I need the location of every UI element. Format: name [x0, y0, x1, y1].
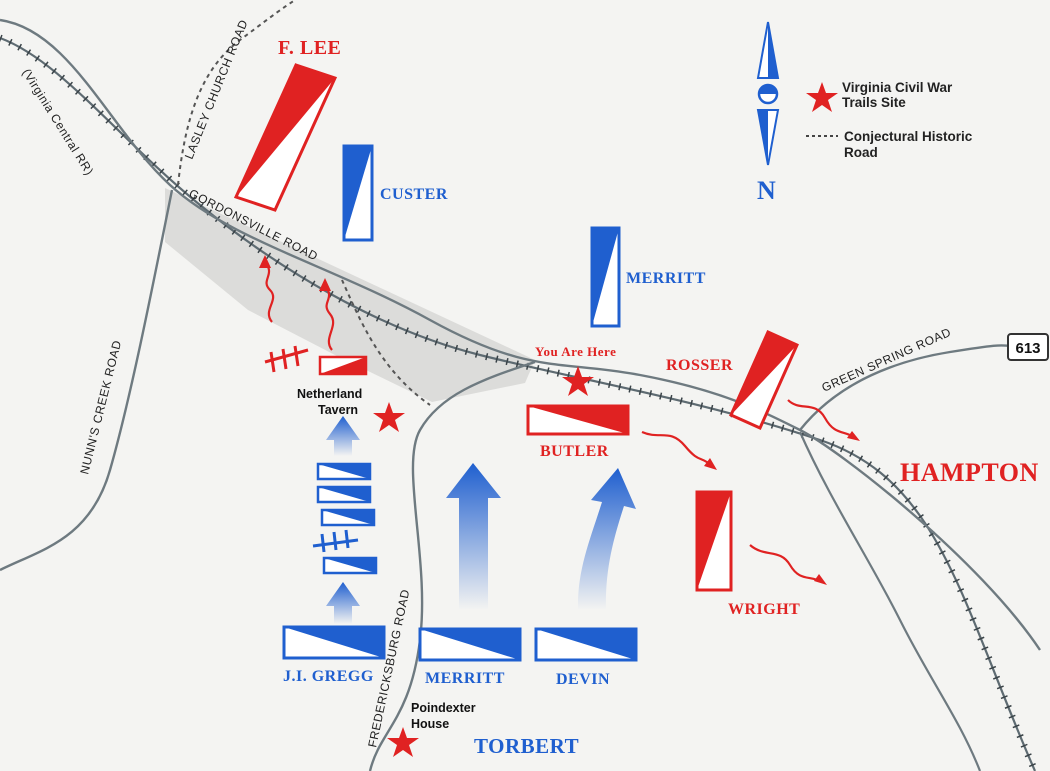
- poindexter-house-label-line1: Poindexter: [411, 701, 476, 715]
- unit-butler-fill: [528, 406, 628, 434]
- unit-hampton-label: HAMPTON: [900, 458, 1039, 487]
- legend-trails-line1: Virginia Civil War: [842, 80, 953, 95]
- green-spring-road-line: [799, 344, 1013, 431]
- unit-wright-fill: [697, 492, 731, 590]
- netherland-tavern-star-icon: [373, 402, 405, 432]
- unit-custer-label: CUSTER: [380, 186, 448, 203]
- unit-f-lee-fill: [236, 65, 335, 197]
- unit-butler-label: BUTLER: [540, 443, 609, 460]
- route-shield: [1007, 333, 1049, 361]
- fredericksburg-road-line: [368, 360, 536, 771]
- poindexter-house-label-line2: House: [411, 717, 449, 731]
- unit-jigregg-label: J.I. GREGG: [283, 668, 374, 685]
- unit-rosser-fill: [731, 332, 797, 415]
- gordonsville-road-line: [0, 18, 1041, 651]
- unit-torbert-label: TORBERT: [474, 734, 579, 758]
- southeast-road-line: [798, 431, 982, 771]
- unit-jigregg-column: [316, 462, 378, 575]
- conjectural-road-dashed: [341, 279, 431, 406]
- unit-wright-label: WRIGHT: [728, 601, 800, 618]
- union-merritt-advance-arrow: [446, 463, 501, 610]
- netherland-tavern-label-line1: Netherland: [297, 387, 362, 401]
- you-are-here-star-icon: [562, 366, 594, 396]
- legend-road-line2: Road: [844, 145, 878, 160]
- nunns-creek-road-line: [0, 189, 174, 572]
- unit-merritt-north-label: MERRITT: [626, 270, 706, 287]
- artillery-confederate-icon: [264, 345, 309, 373]
- confederate-attack-arrows: [264, 261, 856, 583]
- netherland-tavern-label-line2: Tavern: [318, 403, 358, 417]
- shaded-battlefield: [165, 188, 535, 402]
- union-devin-advance-arrow: [577, 468, 636, 610]
- route-shield-number: 613: [1015, 340, 1040, 357]
- unit-netherland-fill: [320, 357, 366, 374]
- you-are-here-label: You Are Here: [535, 344, 616, 359]
- legend-road-line1: Conjectural Historic: [844, 129, 973, 144]
- unit-f-lee-label: F. LEE: [278, 37, 341, 59]
- unit-merritt-south-label: MERRITT: [425, 670, 505, 687]
- unit-rosser-label: ROSSER: [666, 357, 733, 374]
- union-advance-arrow-upper: [326, 416, 360, 456]
- legend-trails-star-icon: [806, 82, 838, 112]
- legend-trails-line2: Trails Site: [842, 95, 906, 110]
- confederate-arrowheads: [259, 255, 860, 585]
- north-arrow-icon: [756, 21, 780, 166]
- unit-devin-fill: [536, 629, 636, 660]
- artillery-union-icon: [312, 529, 359, 553]
- unit-devin-label: DEVIN: [556, 671, 610, 688]
- unit-merritt-south-fill: [420, 629, 520, 660]
- union-advance-arrow-lower: [326, 582, 360, 624]
- railroad-line: [0, 36, 1037, 771]
- poindexter-house-star-icon: [387, 727, 419, 757]
- unit-jigregg-fill: [284, 627, 384, 658]
- unit-custer-fill: [344, 146, 372, 240]
- unit-merritt-north-fill: [592, 228, 619, 326]
- north-letter: N: [757, 176, 776, 205]
